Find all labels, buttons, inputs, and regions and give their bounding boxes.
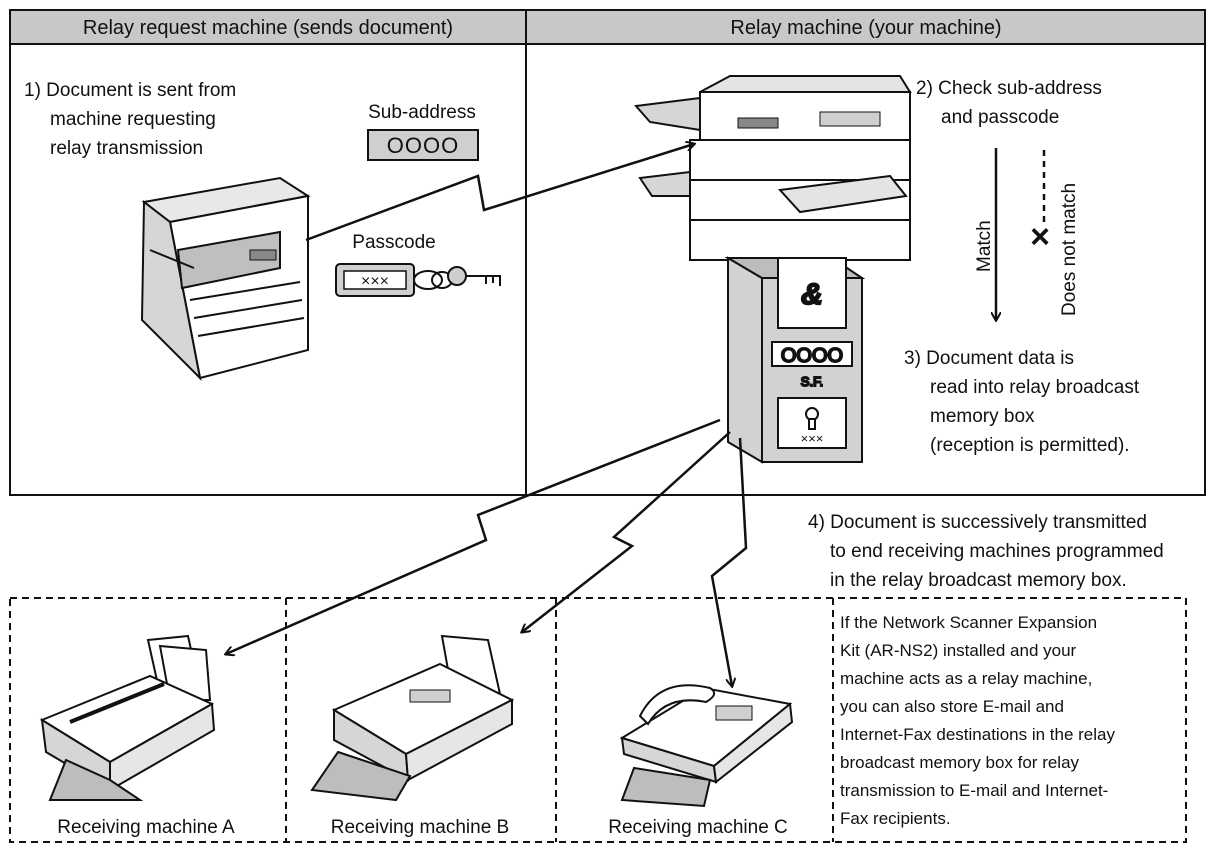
step3-line-4: (reception is permitted). (930, 435, 1130, 456)
copier-icon (140, 176, 311, 382)
sub-address-symbol: OOOO (387, 133, 459, 158)
step4-line-3: in the relay broadcast memory box. (830, 570, 1127, 591)
cross-icon: × (1030, 218, 1050, 256)
step4-line-2: to end receiving machines programmed (830, 541, 1164, 562)
passcode-symbol: ××× (361, 273, 389, 290)
document-glyph: & (801, 278, 823, 311)
fax-machine-b-icon (310, 634, 515, 802)
note-line-8: Fax recipients. (840, 809, 951, 828)
sub-address-box (367, 129, 479, 161)
note-line-6: broadcast memory box for relay (840, 753, 1080, 772)
step1-line-3: relay transmission (50, 138, 203, 159)
match-label: Match (974, 220, 995, 272)
broadcast-arrow-a (226, 418, 721, 654)
passcode: Passcode ××× (335, 232, 501, 297)
sub-address-label: Sub-address (368, 102, 476, 123)
note-line-7: transmission to E-mail and Internet- (840, 781, 1108, 800)
step4-text: 4) Document is successively transmitted … (808, 512, 1164, 591)
broadcast-arrow-b (522, 431, 731, 632)
box-passcode: ××× (801, 431, 824, 446)
note-line-2: Kit (AR-NS2) installed and your (840, 641, 1077, 660)
left-header-title: Relay request machine (sends document) (83, 17, 453, 39)
receiver-panels (9, 597, 1187, 843)
step2-line-2: and passcode (941, 107, 1059, 128)
sf-label: S.F. (801, 374, 823, 389)
receiver-label-a: Receiving machine A (57, 817, 235, 838)
transmission-arrow-to-relay (305, 144, 694, 242)
step3-line-2: read into relay broadcast (930, 377, 1140, 398)
memory-box: & OOOO S.F. ××× (724, 256, 866, 464)
note-line-4: you can also store E-mail and (840, 697, 1064, 716)
passcode-label: Passcode (352, 232, 435, 253)
step2-text: 2) Check sub-address and passcode (916, 78, 1102, 128)
fax-machine-a-icon (39, 634, 216, 801)
sub-address: Sub-address OOOO (367, 102, 479, 161)
key-icon (413, 266, 501, 290)
step1-line-1: 1) Document is sent from (24, 80, 236, 101)
step1-line-2: machine requesting (50, 109, 216, 130)
step3-line-3: memory box (930, 406, 1035, 427)
network-scanner-note: If the Network Scanner Expansion Kit (AR… (840, 613, 1115, 828)
right-header-title: Relay machine (your machine) (730, 17, 1001, 39)
note-line-1: If the Network Scanner Expansion (840, 613, 1097, 632)
top-panels: Relay request machine (sends document) R… (9, 9, 1206, 496)
match-check: Match × Does not match (974, 148, 1080, 320)
document-sheet (777, 257, 847, 329)
receiver-label-c: Receiving machine C (608, 817, 788, 838)
passcode-field (343, 270, 407, 290)
step3-text: 3) Document data is read into relay broa… (904, 348, 1140, 456)
step4-line-1: 4) Document is successively transmitted (808, 512, 1147, 533)
box-code-field (771, 341, 853, 367)
note-line-3: machine acts as a relay machine, (840, 669, 1092, 688)
receiver-label-b: Receiving machine B (331, 817, 509, 838)
step1-text: 1) Document is sent from machine request… (24, 80, 236, 159)
step3-line-1: 3) Document data is (904, 348, 1074, 369)
fax-machine-c-icon (619, 684, 794, 808)
header-bar (9, 9, 1206, 45)
broadcast-arrow-c (710, 437, 748, 686)
box-code: OOOO (781, 345, 843, 367)
step2-line-1: 2) Check sub-address (916, 78, 1102, 99)
keyhole-icon (805, 407, 819, 430)
does-not-match-label: Does not match (1059, 183, 1080, 316)
note-line-5: Internet-Fax destinations in the relay (840, 725, 1115, 744)
relay-machine-icon (634, 75, 912, 261)
